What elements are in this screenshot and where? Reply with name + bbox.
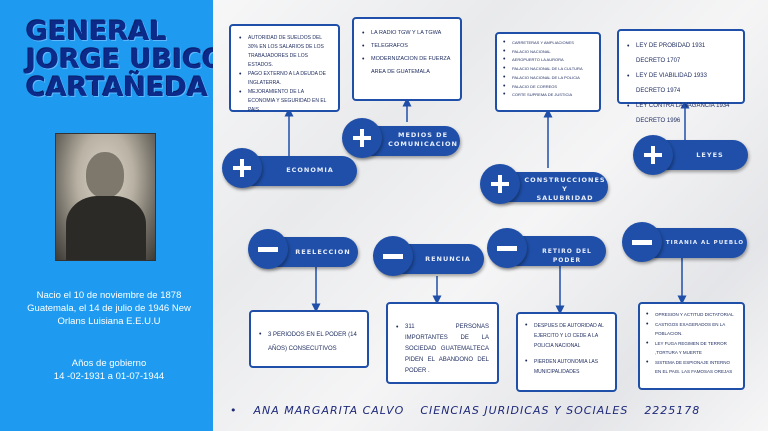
list-item: Aeropuerto la aurora [503, 56, 593, 65]
minus-icon [632, 240, 652, 245]
construcciones-label-line-1: CONSTRUCCIONES Y [524, 176, 606, 193]
economia-label: ECONOMIA [286, 166, 334, 174]
left-panel: GENERAL JORGE UBICO CARTAÑEDA Nacio el 1… [0, 0, 226, 431]
gov-line-2: 14 -02-1931 a 01-07-1944 [53, 371, 165, 382]
plus-icon [353, 129, 371, 147]
faculty-name: ciencias juridicas y sociales [420, 404, 629, 417]
plus-icon [491, 175, 509, 193]
author-name: ana margarita calvo [253, 404, 405, 417]
title-line-3: CARTAÑEDA [26, 72, 208, 103]
list-item: Castigos exagerados en la poblacion. [646, 320, 737, 339]
list-item: Mejoramiento de la economia y seguridad … [239, 88, 330, 115]
list-item: Corte suprema de justicia [503, 91, 593, 100]
footer-credits: • ana margarita calvo ciencias juridicas y… [230, 404, 716, 417]
economia-box: Autoridad de sueldos del 30% en los sala… [229, 24, 340, 115]
construcciones-box: Carreteras y ampliaciones Palacio nacion… [495, 32, 601, 112]
list-item: Ley contra la vagancia 1934 decreto 1996 [627, 99, 735, 129]
list-item: Palacio nacional de la cultura [503, 65, 593, 74]
title-line-1: GENERAL [26, 16, 167, 47]
list-item: Ley de viabilidad 1933 decreto 1974 [627, 69, 735, 99]
birth-line-2: Guatemala, el 14 de julio de 1946 New [27, 303, 191, 314]
plus-icon [644, 146, 662, 164]
medios-label-line-2: COMUNICACION [388, 140, 458, 148]
list-item: 311 personas importantes de la sociedad … [396, 322, 489, 377]
list-item: Telegrafos [362, 40, 452, 53]
leyes-label: LEYES [696, 151, 724, 159]
list-item: Autoridad de sueldos del 30% en los sala… [239, 34, 330, 70]
medios-label-line-1: MEDIOS DE [397, 131, 449, 139]
minus-icon [383, 254, 403, 259]
plus-icon [233, 159, 251, 177]
renuncia-label: RENUNCIA [425, 255, 471, 263]
birth-line-3: Orlans Luisiana E.E.U.U [57, 316, 161, 327]
construcciones-label: CONSTRUCCIONES Y SALUBRIDAD [524, 176, 606, 203]
retiro-label: RETIRO DEL PODER [542, 248, 592, 264]
list-item: Despues de autoridad al ejercito y lo ce… [525, 321, 608, 351]
list-item: Modernizacion de fuerza area de Guatemal… [362, 53, 452, 79]
gov-line-1: Años de gobierno [71, 358, 147, 369]
list-item: Palacio nacional [503, 48, 593, 57]
list-item: Ley de probidad 1931 decreto 1707 [627, 39, 735, 69]
list-item: Palacio nacional de la policia [503, 74, 593, 83]
leyes-box: Ley de probidad 1931 decreto 1707 Ley de… [617, 29, 745, 124]
birth-info: Nacio el 10 de noviembre de 1878 Guatema… [14, 289, 204, 328]
retiro-box: Despues de autoridad al ejercito y lo ce… [516, 312, 617, 392]
medios-box: La radio TGW y la TGWA Telegrafos Modern… [352, 17, 462, 101]
portrait-photo [55, 133, 156, 261]
list-item: La radio TGW y la TGWA [362, 27, 452, 40]
list-item: Pago externo a la deuda de Inglaterra. [239, 70, 330, 88]
list-item: 3 periodos en el poder (14 años) consecu… [259, 328, 359, 356]
minus-icon [258, 247, 278, 252]
list-item: Pierden autonomia las municipalidades [525, 357, 608, 377]
list-item: Palacio de correos [503, 83, 593, 92]
tirania-box: Opresion y actitud dictatorial Castigos … [638, 302, 745, 390]
minus-icon [497, 246, 517, 251]
tirania-label: TIRANIA AL PUEBLO [665, 240, 745, 246]
list-item: Carreteras y ampliaciones [503, 39, 593, 48]
footer-bullet: • [230, 404, 238, 417]
page-title: GENERAL JORGE UBICO CARTAÑEDA [26, 16, 226, 103]
student-id: 2225178 [644, 404, 701, 417]
government-info: Años de gobierno 14 -02-1931 a 01-07-194… [14, 357, 204, 383]
medios-label: MEDIOS DE COMUNICACION [388, 131, 458, 149]
birth-line-1: Nacio el 10 de noviembre de 1878 [36, 290, 182, 301]
list-item: Ley fuga regimen de terror ,tortura y mu… [646, 339, 737, 358]
reeleccion-box: 3 periodos en el poder (14 años) consecu… [249, 310, 369, 368]
list-item: Opresion y actitud dictatorial [646, 310, 737, 320]
list-item: Sistema de espionaje interno en el pais.… [646, 358, 737, 377]
reeleccion-label: REELECCION [295, 248, 351, 256]
renuncia-box: 311 personas importantes de la sociedad … [386, 302, 499, 384]
construcciones-label-line-2: SALUBRIDAD [536, 194, 594, 202]
title-line-2: JORGE UBICO [26, 44, 226, 75]
